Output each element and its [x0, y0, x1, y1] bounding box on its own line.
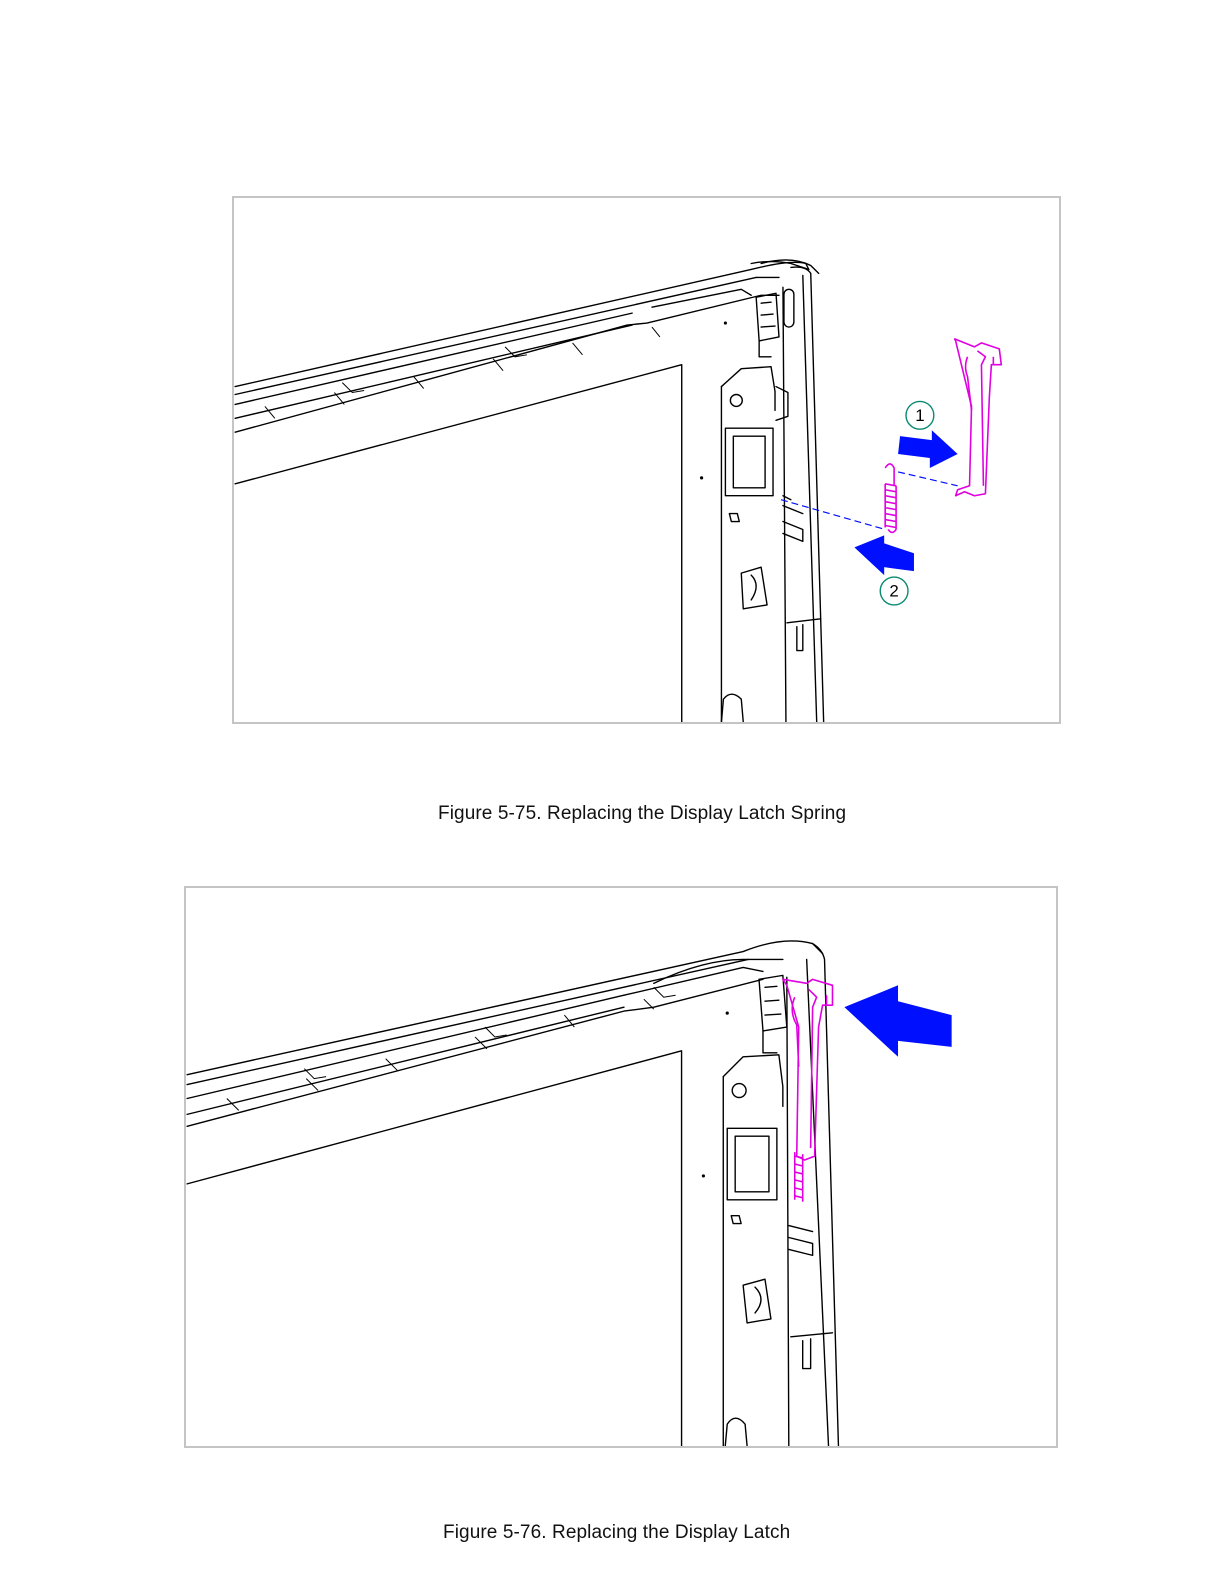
- callout-2: 2: [880, 577, 908, 605]
- figure-2-caption: Figure 5-76. Replacing the Display Latch: [443, 1522, 790, 1544]
- figure-2-frame: [184, 886, 1058, 1448]
- figure-2-illustration: [186, 888, 1056, 1446]
- svg-text:1: 1: [915, 406, 924, 425]
- callout-1: 1: [906, 401, 934, 429]
- display-latch-installed: [783, 979, 833, 1160]
- figure-1-frame: 1 2: [232, 196, 1061, 724]
- display-bezel-outline: [235, 260, 824, 722]
- display-latch-spring-installed: [795, 1152, 803, 1202]
- alignment-line-1: [898, 472, 958, 486]
- display-latch: [955, 339, 1002, 496]
- arrow-right-icon: [898, 430, 958, 468]
- alignment-line-2: [781, 500, 885, 530]
- arrow-left-icon: [844, 985, 951, 1056]
- display-bezel-outline: [187, 941, 838, 1446]
- figure-1-illustration: 1 2: [234, 198, 1059, 722]
- arrow-left-icon: [854, 535, 914, 575]
- svg-text:2: 2: [889, 582, 898, 601]
- display-latch-spring: [885, 464, 896, 532]
- figure-1-caption: Figure 5-75. Replacing the Display Latch…: [438, 803, 846, 825]
